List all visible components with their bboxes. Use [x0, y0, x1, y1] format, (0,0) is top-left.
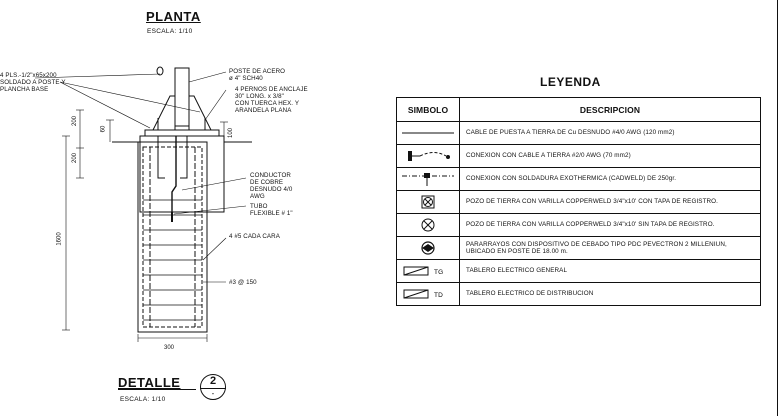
legend-row: POZO DE TIERRA CON VARILLA COPPERWELD 3/…: [396, 213, 761, 237]
lightning-rod-icon: [396, 236, 460, 260]
legend-row: CONEXION CON CABLE A TIERRA #2/0 AWG (70…: [396, 144, 761, 168]
detail-sub: -: [211, 389, 215, 398]
detalle-underline: [118, 389, 196, 390]
ground-well-no-cover-icon: [396, 213, 460, 237]
legend-description: CONEXION CON CABLE A TIERRA #2/0 AWG (70…: [459, 144, 761, 168]
legend-description: POZO DE TIERRA CON VARILLA COPPERWELD 3/…: [459, 190, 761, 214]
dim-200-left: 200: [72, 152, 79, 164]
pole-foundation-drawing: [34, 66, 252, 342]
legend-col-symbol: SIMBOLO: [396, 97, 460, 122]
cable-connection-icon: [396, 144, 460, 168]
legend-row: CONEXION CON SOLDADURA EXOTHERMICA (CADW…: [396, 167, 761, 191]
footing-shaft: [137, 141, 208, 333]
detail-number-circle: [200, 374, 226, 400]
base-plate: [144, 129, 220, 137]
panel-general-label: TG: [434, 269, 443, 276]
legend-table: SIMBOLO DESCRIPCION CABLE DE PUESTA A TI…: [396, 97, 761, 306]
gusset-plate-right: [188, 95, 212, 131]
note-plates: 4 PLS.-1/2"x65x200 SOLDADO A POSTE Y PLA…: [0, 72, 66, 93]
legend-row: POZO DE TIERRA CON VARILLA COPPERWELD 3/…: [396, 190, 761, 214]
pedestal: [139, 135, 225, 213]
detail-number: 2: [209, 375, 217, 387]
detalle-title: DETALLE: [118, 375, 181, 390]
ground-well-with-cover-icon: [396, 190, 460, 214]
copper-conductor: [171, 136, 177, 212]
ground-cable-icon: [396, 121, 460, 145]
dim-1600: 1600: [56, 232, 63, 246]
legend-description: CABLE DE PUESTA A TIERRA DE Cu DESNUDO #…: [459, 121, 761, 145]
legend-col-description: DESCRIPCION: [459, 97, 761, 122]
legend-description: CONEXION CON SOLDADURA EXOTHERMICA (CADW…: [459, 167, 761, 191]
dim-60: 60: [100, 125, 107, 133]
exothermic-weld-icon: [396, 167, 460, 191]
note-rebar: 4 #5 CADA CARA: [229, 233, 280, 240]
panel-general-icon: TG: [396, 259, 460, 283]
legend-description: POZO DE TIERRA CON VARILLA COPPERWELD 3/…: [459, 213, 761, 237]
legend-row: CABLE DE PUESTA A TIERRA DE Cu DESNUDO #…: [396, 121, 761, 145]
note-stirrups: #3 @ 150: [229, 279, 257, 286]
legend-description: PARARRAYOS CON DISPOSITIVO DE CEBADO TIP…: [459, 236, 761, 260]
dim-200-top: 200: [72, 115, 79, 127]
legend-description: TABLERO ELECTRICO DE DISTRIBUCION: [459, 282, 761, 306]
legend-row: PARARRAYOS CON DISPOSITIVO DE CEBADO TIP…: [396, 236, 761, 260]
steel-pole: [174, 67, 190, 127]
planta-scale: ESCALA: 1/10: [147, 28, 193, 35]
note-conductor: CONDUCTOR DE COBRE DESNUDO 4/0 AWG: [250, 172, 293, 200]
sheet-border: [777, 0, 778, 416]
note-bolts: 4 PERNOS DE ANCLAJE 30" LONG. x 3/8" CON…: [235, 86, 308, 114]
panel-distribution-label: TD: [434, 292, 443, 299]
dim-300: 300: [164, 345, 175, 351]
legend-description: TABLERO ELECTRICO GENERAL: [459, 259, 761, 283]
rebar-cage: [142, 146, 203, 328]
legend-header-row: SIMBOLO DESCRIPCION: [396, 97, 761, 122]
note-tube: TUBO FLEXIBLE # 1": [250, 203, 293, 217]
legend-title: LEYENDA: [540, 75, 601, 89]
planta-title: PLANTA: [146, 9, 201, 24]
dim-100: 100: [228, 127, 235, 139]
legend-row: TD TABLERO ELECTRICO DE DISTRIBUCION: [396, 282, 761, 306]
detail-divider: [200, 388, 226, 389]
pole-cap: [156, 66, 164, 76]
legend-row: TG TABLERO ELECTRICO GENERAL: [396, 259, 761, 283]
gusset-plate-left: [152, 95, 176, 131]
detalle-scale: ESCALA: 1/10: [120, 396, 166, 403]
panel-distribution-icon: TD: [396, 282, 460, 306]
note-post: POSTE DE ACERO ø 4" SCH40: [229, 68, 286, 82]
